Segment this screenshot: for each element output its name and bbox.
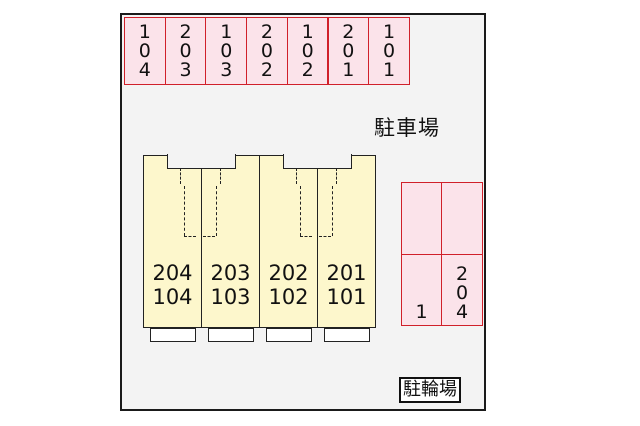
unit-number-upper: 202 xyxy=(268,261,309,285)
parking-number-digit: 1 xyxy=(301,20,314,43)
parking-number-digit: 1 xyxy=(382,58,396,81)
stair-outline xyxy=(300,236,312,237)
parking-number-digit: 2 xyxy=(260,20,273,43)
parking-number-digit: 2 xyxy=(301,58,314,81)
entrance-step xyxy=(208,328,254,342)
unit-number-lower: 102 xyxy=(268,285,309,309)
parking-number-digit: 3 xyxy=(179,58,192,81)
stair-outline xyxy=(180,168,181,184)
stair-outline xyxy=(220,168,221,184)
parking-number-digit: 3 xyxy=(220,58,233,81)
parking-number-digit: 1 xyxy=(382,20,396,43)
parking-number-digit: 0 xyxy=(220,39,233,62)
parking-number-digit: 2 xyxy=(260,58,273,81)
unit-number-lower: 104 xyxy=(152,285,193,309)
unit-number-lower: 103 xyxy=(210,285,251,309)
bicycle-parking-label: 駐輪場 xyxy=(399,377,461,403)
parking-number-digit: 2 xyxy=(342,20,355,43)
stair-outline xyxy=(184,186,185,236)
balcony-notch xyxy=(283,154,318,169)
entrance-step xyxy=(324,328,370,342)
stair-outline xyxy=(332,186,333,236)
parking-number-digit: 2 xyxy=(455,263,469,285)
parking-number-digit: 2 xyxy=(179,20,192,43)
parking-number-digit: 1 xyxy=(220,20,233,43)
parking-number-digit: 0 xyxy=(342,39,355,62)
stair-outline xyxy=(296,168,297,184)
parking-number-digit: 0 xyxy=(301,39,314,62)
balcony-notch xyxy=(167,154,202,169)
parking-number: 1 xyxy=(415,301,428,323)
parking-number-digit: 0 xyxy=(260,39,273,62)
stair-outline xyxy=(336,168,337,184)
parking-number-digit: 0 xyxy=(179,39,192,62)
parking-space-right-top-right xyxy=(441,182,483,255)
stair-outline xyxy=(203,236,215,237)
parking-number-digit: 0 xyxy=(138,39,151,62)
parking-number-digit: 1 xyxy=(342,58,355,81)
parking-number-digit: 4 xyxy=(138,58,151,81)
entrance-step xyxy=(150,328,196,342)
stair-outline xyxy=(216,186,217,236)
unit-number-upper: 203 xyxy=(210,261,251,285)
stair-outline xyxy=(184,236,196,237)
parking-space-right-top-left xyxy=(401,182,442,255)
parking-lot-label: 駐車場 xyxy=(374,116,440,140)
parking-number-digit: 0 xyxy=(382,39,396,62)
stair-outline xyxy=(300,186,301,236)
parking-number-digit: 4 xyxy=(455,301,469,323)
parking-number-digit: 1 xyxy=(138,20,151,43)
balcony-notch xyxy=(201,154,236,169)
balcony-notch xyxy=(317,154,352,169)
entrance-step xyxy=(266,328,312,342)
parking-number-digit: 0 xyxy=(455,282,469,304)
parking-space-1: 1 xyxy=(401,254,442,326)
unit-number-lower: 101 xyxy=(326,285,367,309)
unit-number-upper: 204 xyxy=(152,261,193,285)
unit-number-upper: 201 xyxy=(326,261,367,285)
stair-outline xyxy=(319,236,331,237)
